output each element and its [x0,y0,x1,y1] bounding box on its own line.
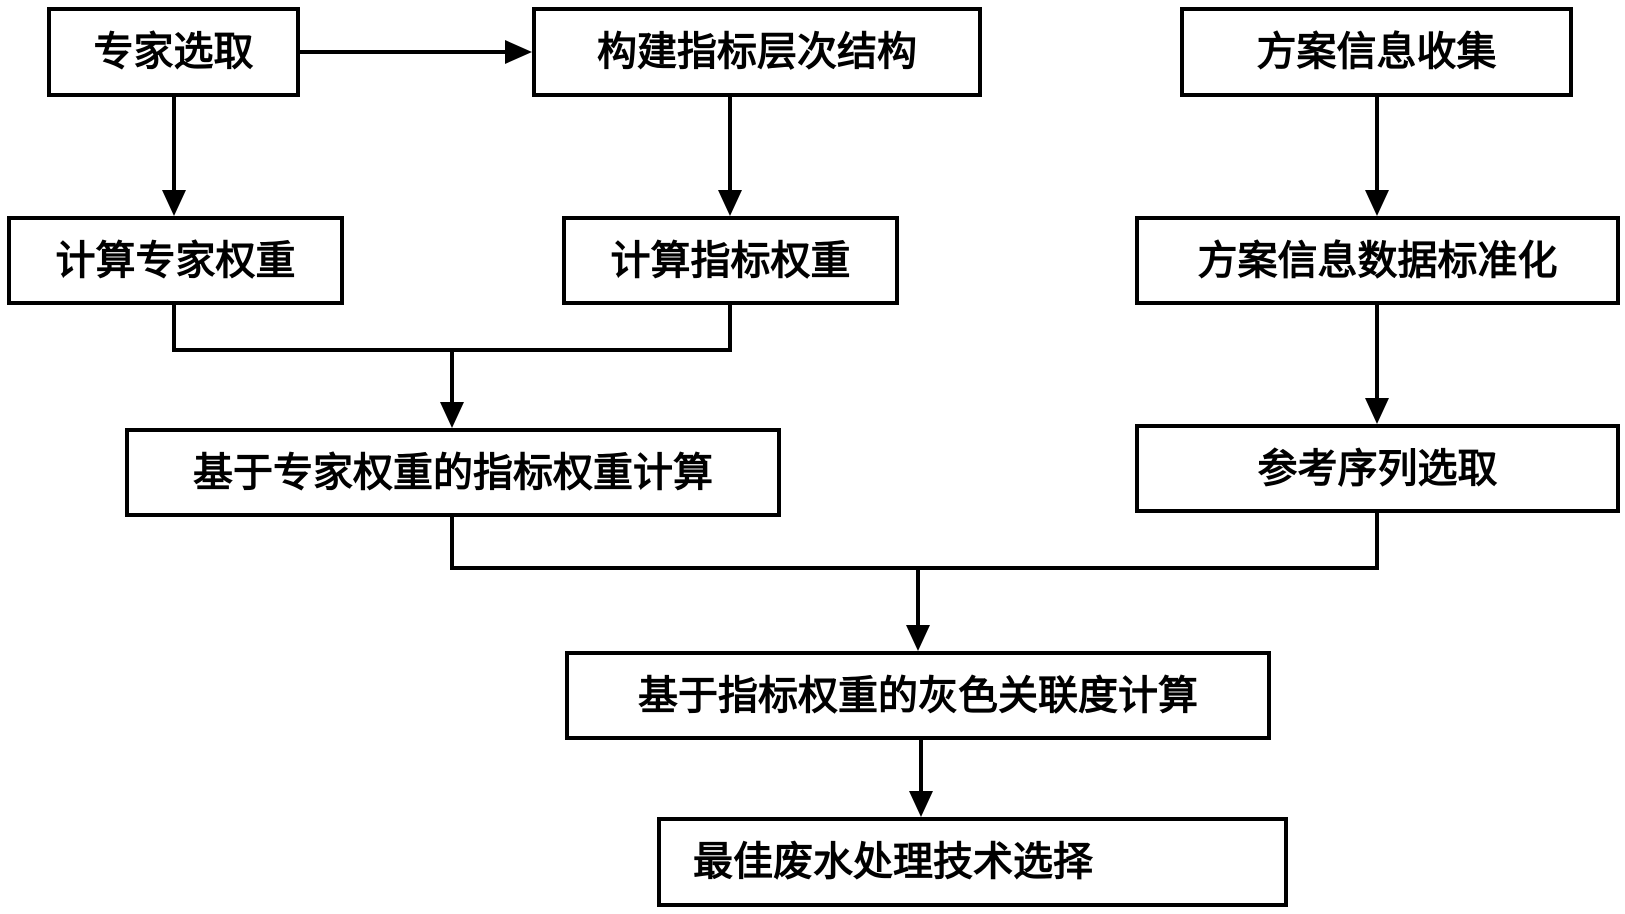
box-grey-relation-calc: 基于指标权重的灰色关联度计算 [565,651,1271,740]
box-calc-index-weight: 计算指标权重 [562,216,899,305]
box-reference-sequence-select: 参考序列选取 [1135,424,1620,513]
arrowhead-expert-weight [162,190,186,216]
box-build-index-structure: 构建指标层次结构 [532,7,982,97]
connector-grey-merge [450,513,1379,570]
box-plan-info-collect: 方案信息收集 [1180,7,1573,97]
box-calc-index-weight-label: 计算指标权重 [610,237,851,284]
arrowhead-combined-weight [440,402,464,428]
arrowhead-plan-normalize [1365,190,1389,216]
box-expert-select-label: 专家选取 [93,29,254,75]
box-grey-relation-calc-label: 基于指标权重的灰色关联度计算 [638,672,1198,719]
box-expert-select: 专家选取 [47,7,300,97]
box-expert-based-index-weight: 基于专家权重的指标权重计算 [125,428,781,517]
box-expert-based-index-weight-label: 基于专家权重的指标权重计算 [193,449,713,496]
connector-weights-merge [172,305,732,352]
box-calc-expert-weight: 计算专家权重 [7,216,344,305]
arrowhead-grey-relation [906,625,930,651]
box-plan-info-normalize-label: 方案信息数据标准化 [1197,237,1558,284]
arrowhead-index-weight [718,190,742,216]
box-best-tech-select-label: 最佳废水处理技术选择 [693,839,1093,885]
box-reference-sequence-select-label: 参考序列选取 [1257,445,1498,492]
arrowhead-best-tech [909,791,933,817]
arrowhead-build-index [505,40,532,64]
arrowhead-ref-seq [1365,398,1389,424]
box-plan-info-collect-label: 方案信息收集 [1256,29,1497,75]
box-best-tech-select: 最佳废水处理技术选择 [657,817,1288,907]
box-calc-expert-weight-label: 计算专家权重 [55,237,296,284]
box-plan-info-normalize: 方案信息数据标准化 [1135,216,1620,305]
box-build-index-structure-label: 构建指标层次结构 [597,29,917,75]
